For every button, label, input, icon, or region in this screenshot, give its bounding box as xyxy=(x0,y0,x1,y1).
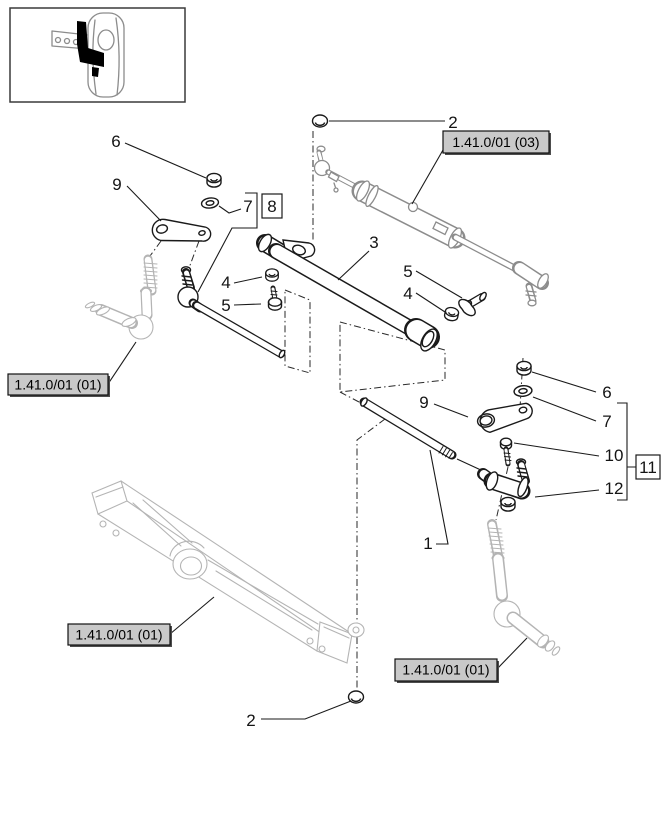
callout-7-left: 7 xyxy=(243,197,252,216)
ref-label-top-right[interactable]: 1.41.0/01 (03) xyxy=(442,130,551,155)
callout-12: 12 xyxy=(605,479,624,498)
phantom-centerlines xyxy=(149,131,524,688)
ref-label-left-text: 1.41.0/01 (01) xyxy=(14,377,101,393)
callout-numbers: 2 6 9 7 8 3 4 5 5 4 6 7 9 10 11 12 1 2 xyxy=(111,113,661,730)
leader-lines xyxy=(107,120,636,720)
callout-2-top: 2 xyxy=(448,113,457,132)
callout-3: 3 xyxy=(369,233,378,252)
ref-label-left[interactable]: 1.41.0/01 (01) xyxy=(7,373,110,397)
location-thumbnail xyxy=(9,7,186,103)
ref-label-bottom-right-text: 1.41.0/01 (01) xyxy=(402,662,489,678)
right-clamp-hardware xyxy=(443,291,487,323)
callout-9-right: 9 xyxy=(419,393,428,412)
callout-7-right: 7 xyxy=(602,412,611,431)
right-steering-arm-group xyxy=(476,360,534,512)
left-steering-arm-group xyxy=(151,172,222,242)
callout-2-bottom: 2 xyxy=(246,711,255,730)
front-axle-beam xyxy=(91,480,365,664)
callout-9-left: 9 xyxy=(112,175,121,194)
callout-8-box xyxy=(261,193,283,219)
callout-5-left: 5 xyxy=(221,296,230,315)
callout-11: 11 xyxy=(639,458,657,477)
callout-5-right: 5 xyxy=(403,262,412,281)
right-kingpin-spindle xyxy=(487,519,561,656)
left-tie-rod-end xyxy=(177,266,286,359)
callout-4-left: 4 xyxy=(221,273,230,292)
callout-4-right: 4 xyxy=(403,284,412,303)
callout-1: 1 xyxy=(423,534,432,553)
highlighted-parts xyxy=(77,21,104,67)
steering-cylinder xyxy=(313,145,549,307)
ref-label-bottom-left[interactable]: 1.41.0/01 (01) xyxy=(67,623,172,647)
left-kingpin-spindle xyxy=(84,254,158,340)
callout-11-box xyxy=(635,454,661,480)
callout-6-right: 6 xyxy=(602,383,611,402)
ref-label-top-right-text: 1.41.0/01 (03) xyxy=(452,134,539,150)
ref-label-bottom-left-text: 1.41.0/01 (01) xyxy=(75,627,162,643)
cap-nut-top xyxy=(311,114,329,128)
callout-8: 8 xyxy=(267,197,276,216)
left-clamp-hardware xyxy=(265,268,283,311)
ref-label-bottom-right[interactable]: 1.41.0/01 (01) xyxy=(394,658,499,683)
track-rod xyxy=(256,233,440,352)
callout-10: 10 xyxy=(605,446,624,465)
callout-6-left: 6 xyxy=(111,132,120,151)
